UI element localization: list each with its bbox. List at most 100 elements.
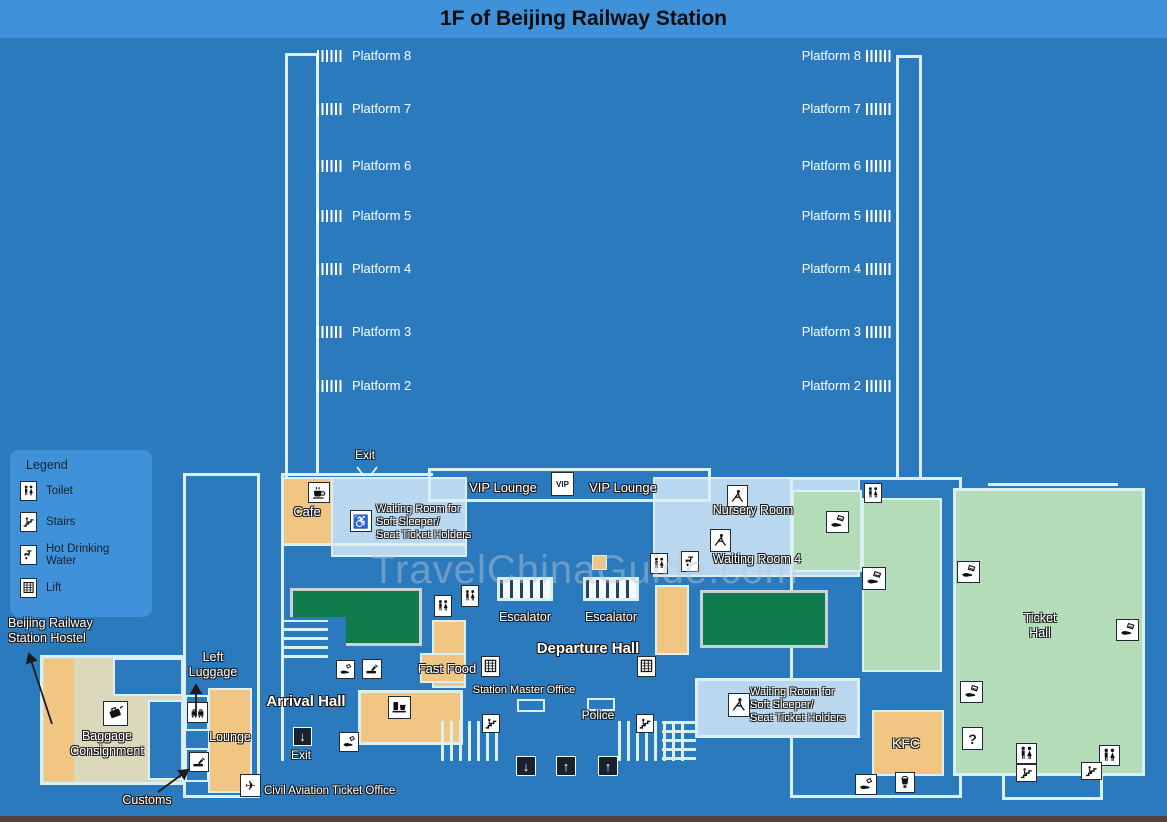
stairs-icon [636, 714, 654, 733]
fastfood-tan-b [420, 653, 466, 683]
platform-track-mark [866, 326, 893, 338]
stairs-icon [482, 714, 500, 733]
toilet-icon [434, 595, 452, 617]
legend-item-label: Stairs [46, 516, 76, 528]
platform-track-mark [866, 263, 893, 275]
entrance-gate-icon: ↑ [556, 756, 576, 776]
wall-segment [988, 483, 1118, 486]
map-label: Departure Hall [536, 640, 640, 657]
baggage-consignment-icon [103, 701, 128, 726]
wall-segment [1002, 776, 1005, 800]
ticket-office-icon [862, 567, 886, 590]
civil-aviation-icon: ✈ [240, 774, 261, 797]
baggage-tan-strip [44, 659, 74, 781]
map-label: Escalator [584, 610, 638, 624]
legend-item-label: Lift [46, 582, 62, 594]
lift-icon [637, 656, 656, 677]
platform-label: Platform 8 [801, 48, 861, 63]
map-label: Customs [122, 793, 172, 807]
escalator-1 [497, 577, 553, 601]
platform-label: Platform 7 [801, 101, 861, 116]
ticket-office-icon [957, 561, 980, 583]
ticket-hall-area [953, 488, 1145, 776]
map-label: Nursery Room [712, 503, 794, 517]
hot-water-icon [681, 551, 699, 572]
legend-item-lift: Lift [20, 578, 142, 598]
platform-label: Platform 3 [801, 324, 861, 339]
map-label: KFC [892, 735, 920, 751]
map-label: Exit [290, 748, 312, 762]
queue-railing [282, 620, 328, 658]
lift-icon [20, 578, 37, 598]
fast-food-icon [388, 696, 411, 719]
map-label: Arrival Hall [266, 693, 346, 710]
watermark-text: TravelChinaGuide.com [371, 548, 799, 592]
map-label: Lounge [209, 730, 251, 744]
platform-label: Platform 5 [801, 208, 861, 223]
wall-segment [281, 473, 284, 761]
platform-track-mark [317, 160, 343, 172]
platform-track-mark [317, 380, 343, 392]
map-label: Baggage Consignment [70, 729, 144, 758]
escalator-2 [583, 577, 639, 601]
wheelchair-icon: ♿ [350, 510, 372, 532]
map-label: VIP Lounge [469, 480, 537, 495]
map-label: Waiting Room 4 [712, 552, 802, 566]
wall-segment [281, 473, 433, 476]
platform-label: Platform 4 [352, 261, 412, 276]
shop-icon [895, 772, 915, 793]
wall-segment [919, 55, 922, 477]
platform-track-mark [317, 103, 343, 115]
legend-item-stairs: Stairs [20, 512, 142, 532]
bottom-edge [0, 816, 1167, 822]
map-label: Cafe [293, 504, 321, 519]
platform-track-mark [317, 263, 343, 275]
exit-gate-icon: ↓ [516, 756, 536, 776]
customs-icon [189, 752, 209, 772]
map-label: VIP Lounge [589, 480, 657, 495]
lift-icon [481, 656, 500, 677]
toilet-icon [1016, 743, 1037, 764]
platform-label: Platform 2 [352, 378, 412, 393]
information-icon: ? [962, 727, 983, 750]
stairs-icon [20, 512, 37, 532]
platform-label: Platform 2 [801, 378, 861, 393]
toilet-icon [20, 481, 37, 501]
map-label: Fast Food [417, 661, 477, 676]
page-title: 1F of Beijing Railway Station [439, 7, 728, 30]
platform-label: Platform 8 [352, 48, 412, 63]
vip-band [428, 468, 711, 502]
platform-label: Platform 7 [352, 101, 412, 116]
platform-label: Platform 4 [801, 261, 861, 276]
police-box [587, 698, 615, 711]
ticket-office-icon [826, 511, 849, 533]
wall-segment [285, 53, 288, 477]
waiting-room-bottom [695, 678, 860, 738]
baggage-blue-right [148, 700, 183, 780]
legend-item-toilet: Toilet [20, 481, 142, 501]
shoe-shine-icon [855, 774, 877, 795]
map-label: Beijing Railway Station Hostel [8, 616, 93, 645]
waiting-room-icon [728, 693, 750, 717]
stairs-icon [1016, 764, 1037, 782]
map-label: Left Luggage [188, 650, 238, 679]
map-label: Escalator [498, 610, 552, 624]
shoe-shine-icon [336, 660, 355, 679]
platform-track-mark [317, 326, 343, 338]
waiting-room4-icon [710, 529, 731, 552]
toilet-icon [864, 483, 882, 503]
platform-track-mark [866, 210, 893, 222]
service-icon [362, 659, 382, 679]
toilet-icon [1099, 745, 1120, 766]
ticket-office-icon [1116, 619, 1139, 641]
platform-track-mark [317, 210, 343, 222]
platform-track-mark [866, 380, 893, 392]
title-bar: 1F of Beijing Railway Station [0, 0, 1167, 38]
toilet-icon [461, 585, 479, 607]
map-label: Civil Aviation Ticket Office [264, 785, 396, 797]
wall-segment [1002, 797, 1103, 800]
legend-item-hot-drinking-water: Hot Drinking Water [20, 543, 142, 567]
map-label: Ticket Hall [1023, 611, 1057, 640]
map-label: Station Master Office [472, 684, 576, 696]
